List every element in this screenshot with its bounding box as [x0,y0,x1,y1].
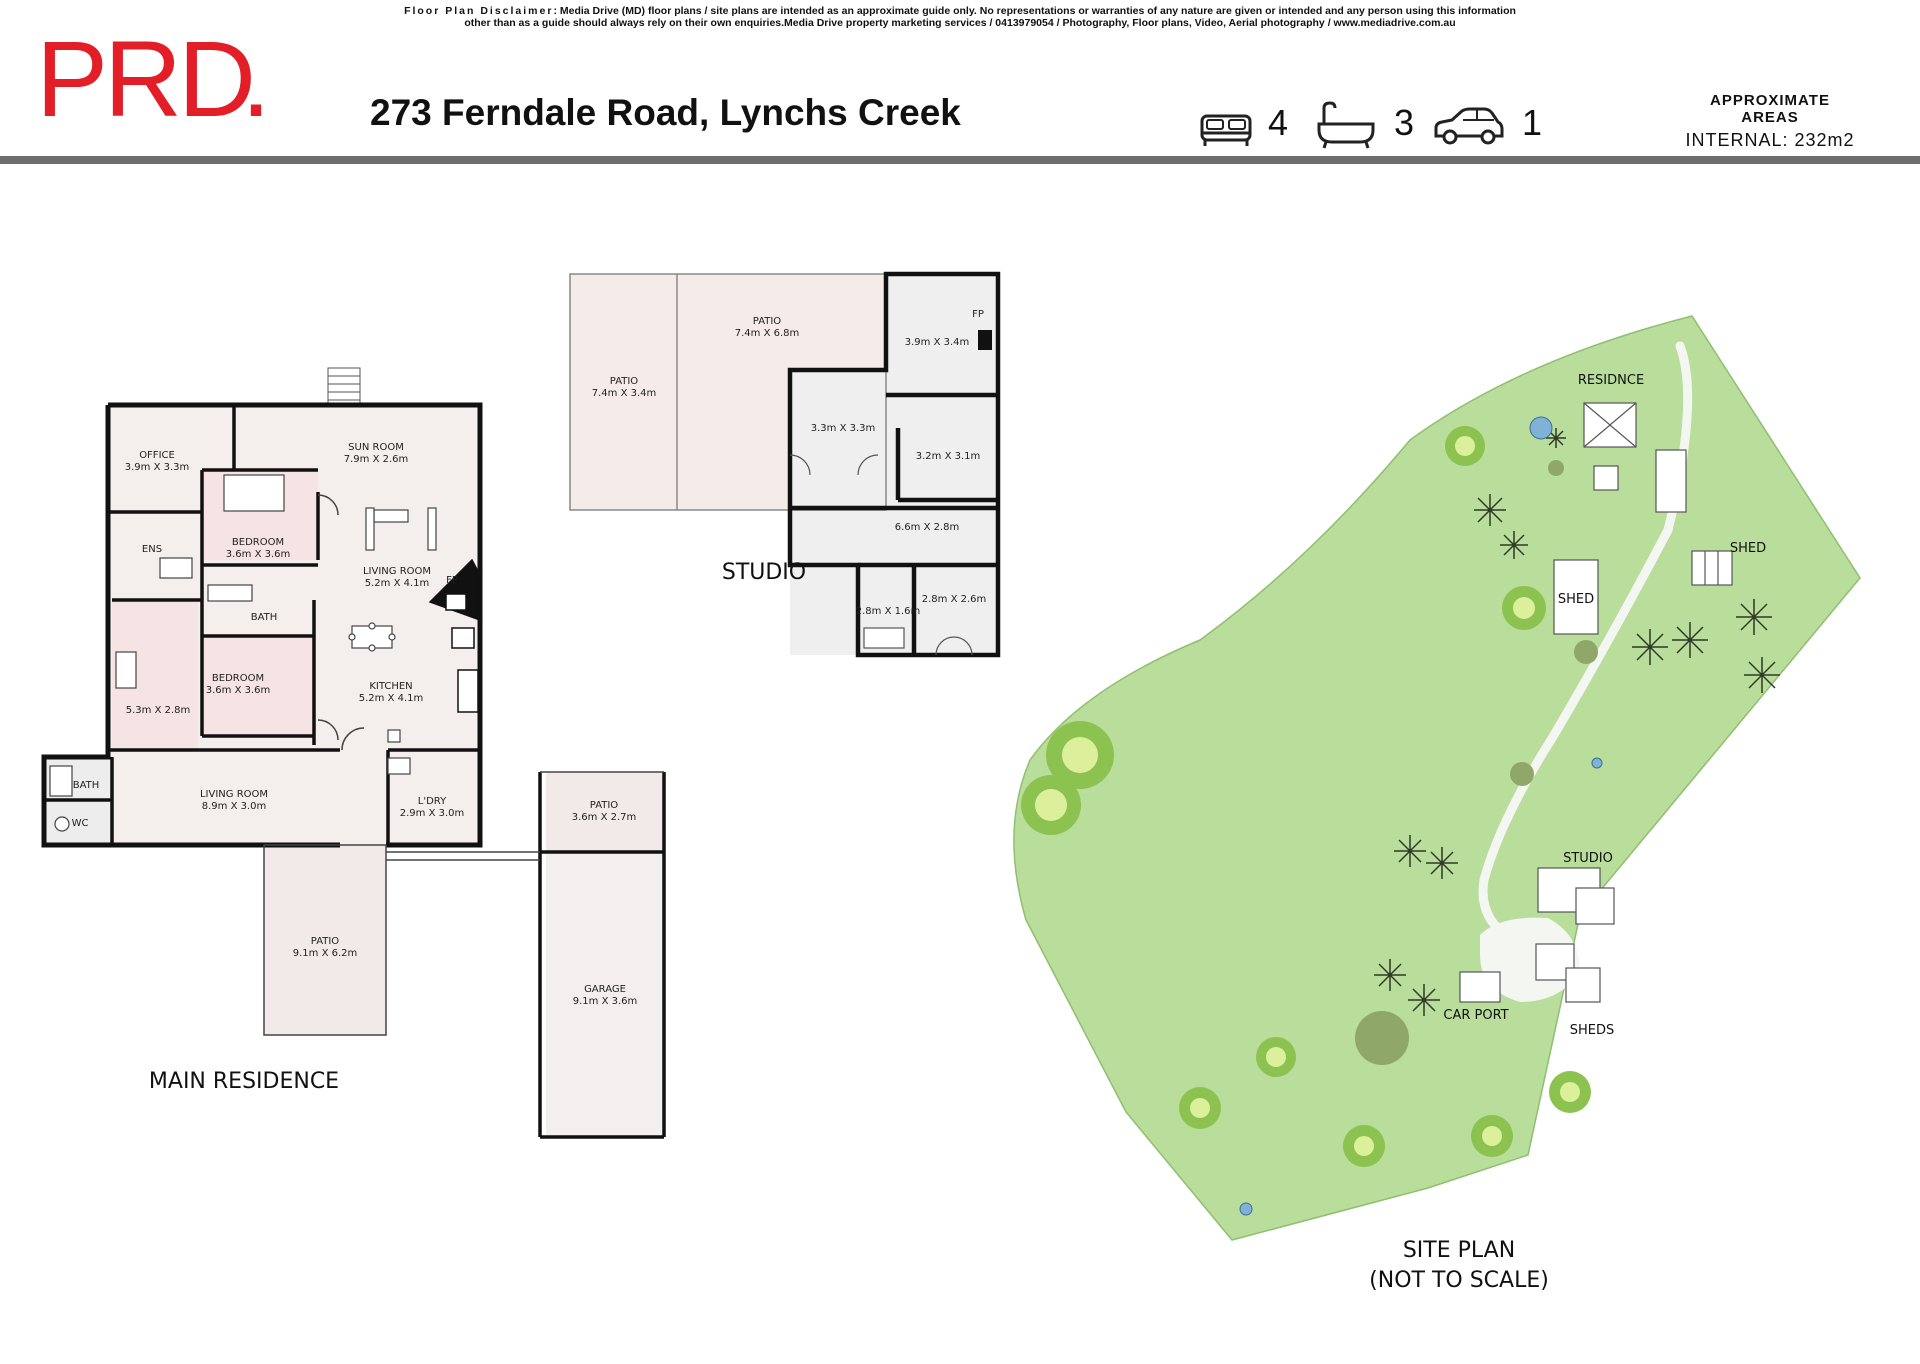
logo-text: PRD [36,28,252,128]
bedroom-3-label: BEDROOM [212,673,264,684]
main-residence-title: MAIN RESIDENCE [149,1069,339,1094]
bedroom-1-size: 3.6m X 3.6m [226,549,291,560]
garage-size: 9.1m X 3.6m [573,996,638,1007]
floor-plans: OFFICE 3.9m X 3.3m SUN ROOM 7.9m X 2.6m … [41,271,1861,1293]
office-label: OFFICE [139,450,175,461]
disclaimer-lead: Floor Plan Disclaimer [404,5,554,17]
site-plan-subtitle: (NOT TO SCALE) [1369,1268,1549,1293]
areas-title-1: APPROXIMATE [1710,92,1830,109]
studio-room-6-size: 2.8m X 2.6m [922,594,987,605]
studio-room-5-size: 2.8m X 1.6m [856,606,921,617]
parking-count: 1 [1522,102,1543,143]
bed-icon [1200,114,1252,146]
wc-label: WC [72,818,89,829]
bath-1-label: BATH [251,612,278,623]
laundry-size: 2.9m X 3.0m [400,808,465,819]
main-residence-plan: OFFICE 3.9m X 3.3m SUN ROOM 7.9m X 2.6m … [41,367,666,1139]
bathrooms-count: 3 [1394,102,1415,143]
living-room-1-size: 5.2m X 4.1m [365,578,430,589]
bedroom-2-size: 5.3m X 2.8m [126,705,191,716]
living-room-2-label: LIVING ROOM [200,789,268,800]
prd-logo: PRD . [36,28,266,128]
living-room-2-size: 8.9m X 3.0m [202,801,267,812]
approximate-areas: APPROXIMATE AREAS INTERNAL: 232m2 [1680,92,1860,151]
internal-area: INTERNAL: 232m2 [1685,130,1855,150]
bath-icon [1317,101,1375,149]
studio-plan: PATIO 7.4m X 3.4m PATIO 7.4m X 6.8m 3.9m… [569,271,1001,658]
studio-room-3-size: 3.2m X 3.1m [916,451,981,462]
studio-room-2-size: 3.3m X 3.3m [811,423,876,434]
logo-dot: . [241,28,266,128]
car-icon [1434,107,1504,145]
parking-feature: 1 [1432,100,1542,150]
sunroom-label: SUN ROOM [348,442,404,453]
sheds-label: SHEDS [1570,1023,1615,1038]
fireplace-label: FP [446,575,458,586]
kitchen-size: 5.2m X 4.1m [359,693,424,704]
disclaimer: Floor Plan Disclaimer: Media Drive (MD) … [0,5,1920,29]
areas-title-2: AREAS [1741,109,1799,126]
carport-label: CAR PORT [1443,1008,1508,1023]
studio-title: STUDIO [722,560,806,585]
bath-2-label: BATH [73,780,100,791]
bedrooms-feature: 4 [1198,100,1288,150]
bedroom-3-size: 3.6m X 3.6m [206,685,271,696]
studio-patio-b-size: 7.4m X 6.8m [735,328,800,339]
header-rule [0,156,1920,164]
studio-room-4-size: 6.6m X 2.8m [895,522,960,533]
patio-1-label: PATIO [311,936,340,947]
ensuite-label: ENS [142,544,162,555]
studio-patio-a-label: PATIO [610,376,639,387]
property-address: 273 Ferndale Road, Lynchs Creek [370,92,961,133]
bedrooms-count: 4 [1268,102,1289,143]
bedroom-1-label: BEDROOM [232,537,284,548]
patio-2-size: 3.6m X 2.7m [572,812,637,823]
patio-2-label: PATIO [590,800,619,811]
living-room-1-label: LIVING ROOM [363,566,431,577]
kitchen-label: KITCHEN [369,681,412,692]
studio-patio-a-size: 7.4m X 3.4m [592,388,657,399]
site-plan: RESIDNCE SHED SHED STUDIO CAR PORT SHEDS… [1013,315,1861,1293]
disclaimer-line1: : Media Drive (MD) floor plans / site pl… [553,5,1516,17]
laundry-label: L'DRY [418,796,447,807]
disclaimer-line2: other than as a guide should always rely… [464,17,1456,29]
shed-2-label: SHED [1558,592,1594,607]
office-size: 3.9m X 3.3m [125,462,190,473]
patio-1-size: 9.1m X 6.2m [293,948,358,959]
studio-site-label: STUDIO [1563,851,1613,866]
bathrooms-feature: 3 [1316,100,1414,150]
studio-room-1-size: 3.9m X 3.4m [905,337,970,348]
shed-1-label: SHED [1730,541,1766,556]
sunroom-size: 7.9m X 2.6m [344,454,409,465]
studio-fireplace-label: FP [972,309,984,320]
studio-patio-b-label: PATIO [753,316,782,327]
residence-label: RESIDNCE [1578,373,1644,388]
garage-label: GARAGE [584,984,626,995]
site-plan-title: SITE PLAN [1403,1238,1515,1263]
